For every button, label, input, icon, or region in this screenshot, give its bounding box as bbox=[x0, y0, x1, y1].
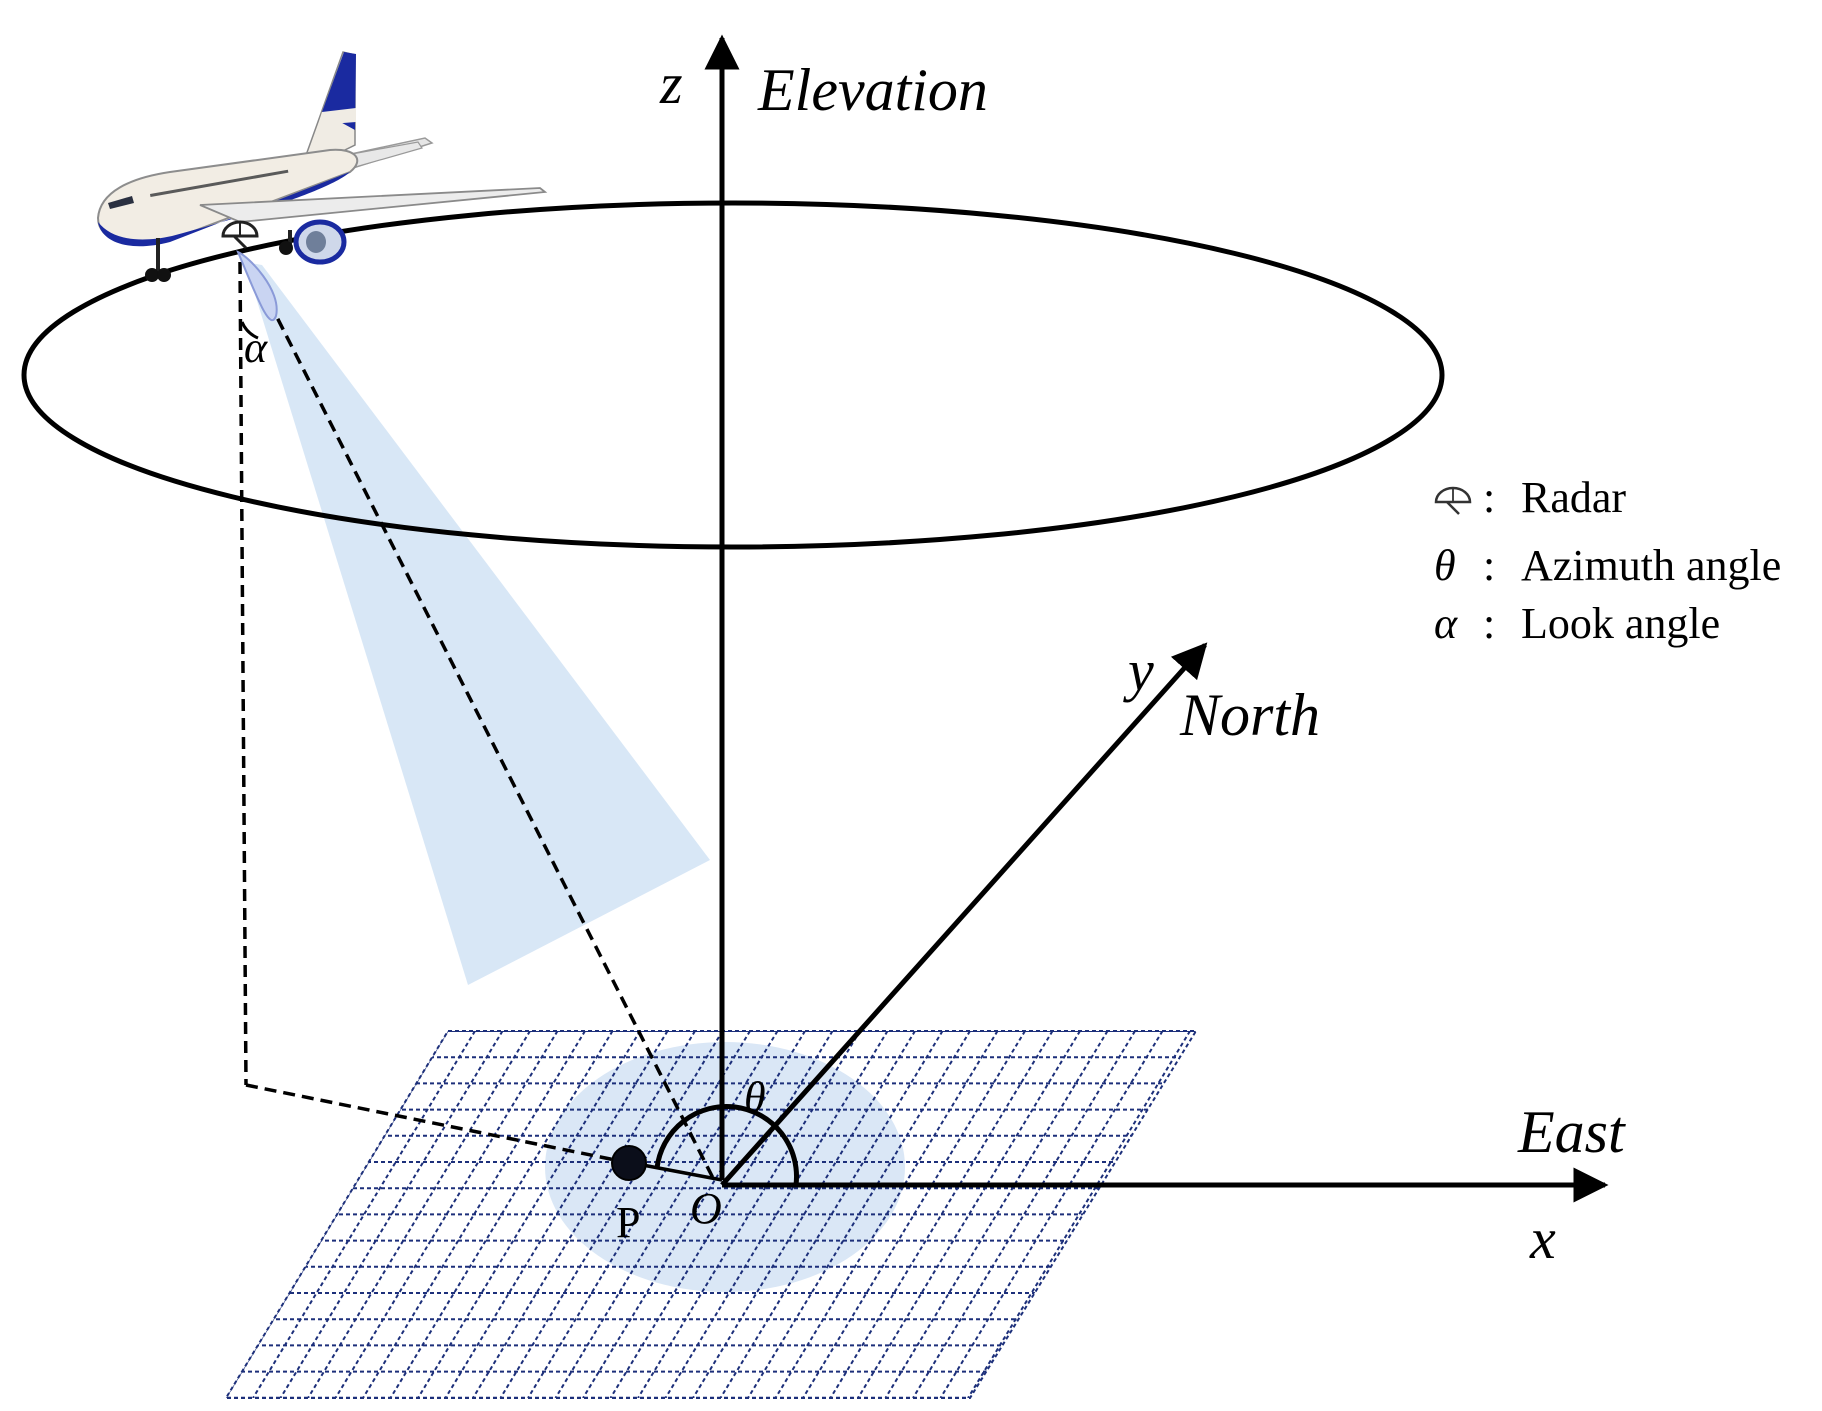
target-origin-line bbox=[631, 1161, 723, 1182]
grid-line bbox=[1216, 1031, 1438, 1398]
vertical-drop-line bbox=[238, 261, 248, 1086]
origin-label: O bbox=[690, 1184, 722, 1233]
look-angle-label: α bbox=[244, 323, 268, 372]
legend-symbol: θ bbox=[1434, 541, 1456, 590]
grid-line bbox=[226, 1031, 421, 1398]
grid-line bbox=[307, 1031, 531, 1398]
radar-icon bbox=[221, 220, 259, 250]
target-point bbox=[611, 1145, 647, 1181]
projection-lines bbox=[238, 261, 716, 1181]
legend-separator: : bbox=[1483, 541, 1495, 590]
grid-line bbox=[389, 1031, 614, 1398]
flight-path-ellipse bbox=[21, 200, 1445, 550]
antenna-lobe bbox=[236, 250, 278, 322]
target-label: P bbox=[616, 1198, 640, 1247]
grid-line bbox=[0, 1031, 200, 1398]
legend-radar-icon bbox=[1434, 486, 1472, 515]
grid-line bbox=[967, 1031, 1191, 1398]
grid-line bbox=[362, 1031, 586, 1398]
look-angle-arc bbox=[240, 321, 259, 340]
grid-line bbox=[226, 1031, 229, 1398]
grid-line bbox=[499, 1031, 724, 1398]
grid-line bbox=[279, 1031, 504, 1398]
azimuth-angle-label: θ bbox=[744, 1073, 766, 1122]
grid-line bbox=[226, 1031, 256, 1398]
legend-label: Look angle bbox=[1521, 599, 1720, 648]
z-axis-symbol: z bbox=[659, 51, 683, 116]
legend-separator: : bbox=[1483, 473, 1495, 522]
y-axis-name: North bbox=[1179, 682, 1320, 748]
legend: : Radar θ : Azimuth angle α : Look angle bbox=[1434, 473, 1781, 648]
x-axis-symbol: x bbox=[1529, 1206, 1556, 1271]
grid-line bbox=[1159, 1031, 1196, 1398]
ground-track-line bbox=[245, 1083, 631, 1165]
grid-line bbox=[857, 1031, 1081, 1398]
grid-line bbox=[444, 1031, 669, 1398]
grid-line bbox=[664, 1031, 889, 1398]
grid-line bbox=[554, 1031, 779, 1398]
grid-line bbox=[747, 1031, 971, 1398]
z-axis-name: Elevation bbox=[757, 57, 988, 123]
grid-line bbox=[829, 1031, 1054, 1398]
grid-line bbox=[226, 1031, 311, 1398]
legend-symbol: α bbox=[1434, 599, 1458, 648]
x-axis-name: East bbox=[1517, 1099, 1626, 1165]
radar-beam bbox=[245, 262, 710, 985]
grid-line bbox=[912, 1031, 1136, 1398]
grid-line bbox=[527, 1031, 751, 1398]
grid-line bbox=[226, 1031, 394, 1398]
legend-separator: : bbox=[1483, 599, 1495, 648]
grid-line bbox=[252, 1031, 476, 1398]
legend-label: Radar bbox=[1521, 473, 1626, 522]
grid-line bbox=[774, 1031, 999, 1398]
grid-line bbox=[472, 1031, 696, 1398]
grid-line bbox=[719, 1031, 944, 1398]
grid-line bbox=[692, 1031, 916, 1398]
grid-line bbox=[1132, 1031, 1196, 1398]
grid-line bbox=[939, 1031, 1164, 1398]
grid-line bbox=[334, 1031, 559, 1398]
grid-line bbox=[582, 1031, 806, 1398]
grid-line bbox=[609, 1031, 834, 1398]
y-axis-symbol: y bbox=[1123, 638, 1154, 703]
grid-line bbox=[802, 1031, 1026, 1398]
grid-line bbox=[417, 1031, 641, 1398]
grid-line bbox=[226, 1031, 339, 1398]
grid-line bbox=[1077, 1031, 1196, 1398]
grid-line bbox=[1104, 1031, 1196, 1398]
y-axis bbox=[720, 642, 1208, 1187]
aircraft-icon bbox=[96, 51, 548, 282]
grid-line bbox=[637, 1031, 861, 1398]
azimuth-angle-arc bbox=[654, 1104, 799, 1186]
grid-line bbox=[884, 1031, 1109, 1398]
legend-label: Azimuth angle bbox=[1521, 541, 1781, 590]
grid-line bbox=[1187, 1031, 1196, 1398]
